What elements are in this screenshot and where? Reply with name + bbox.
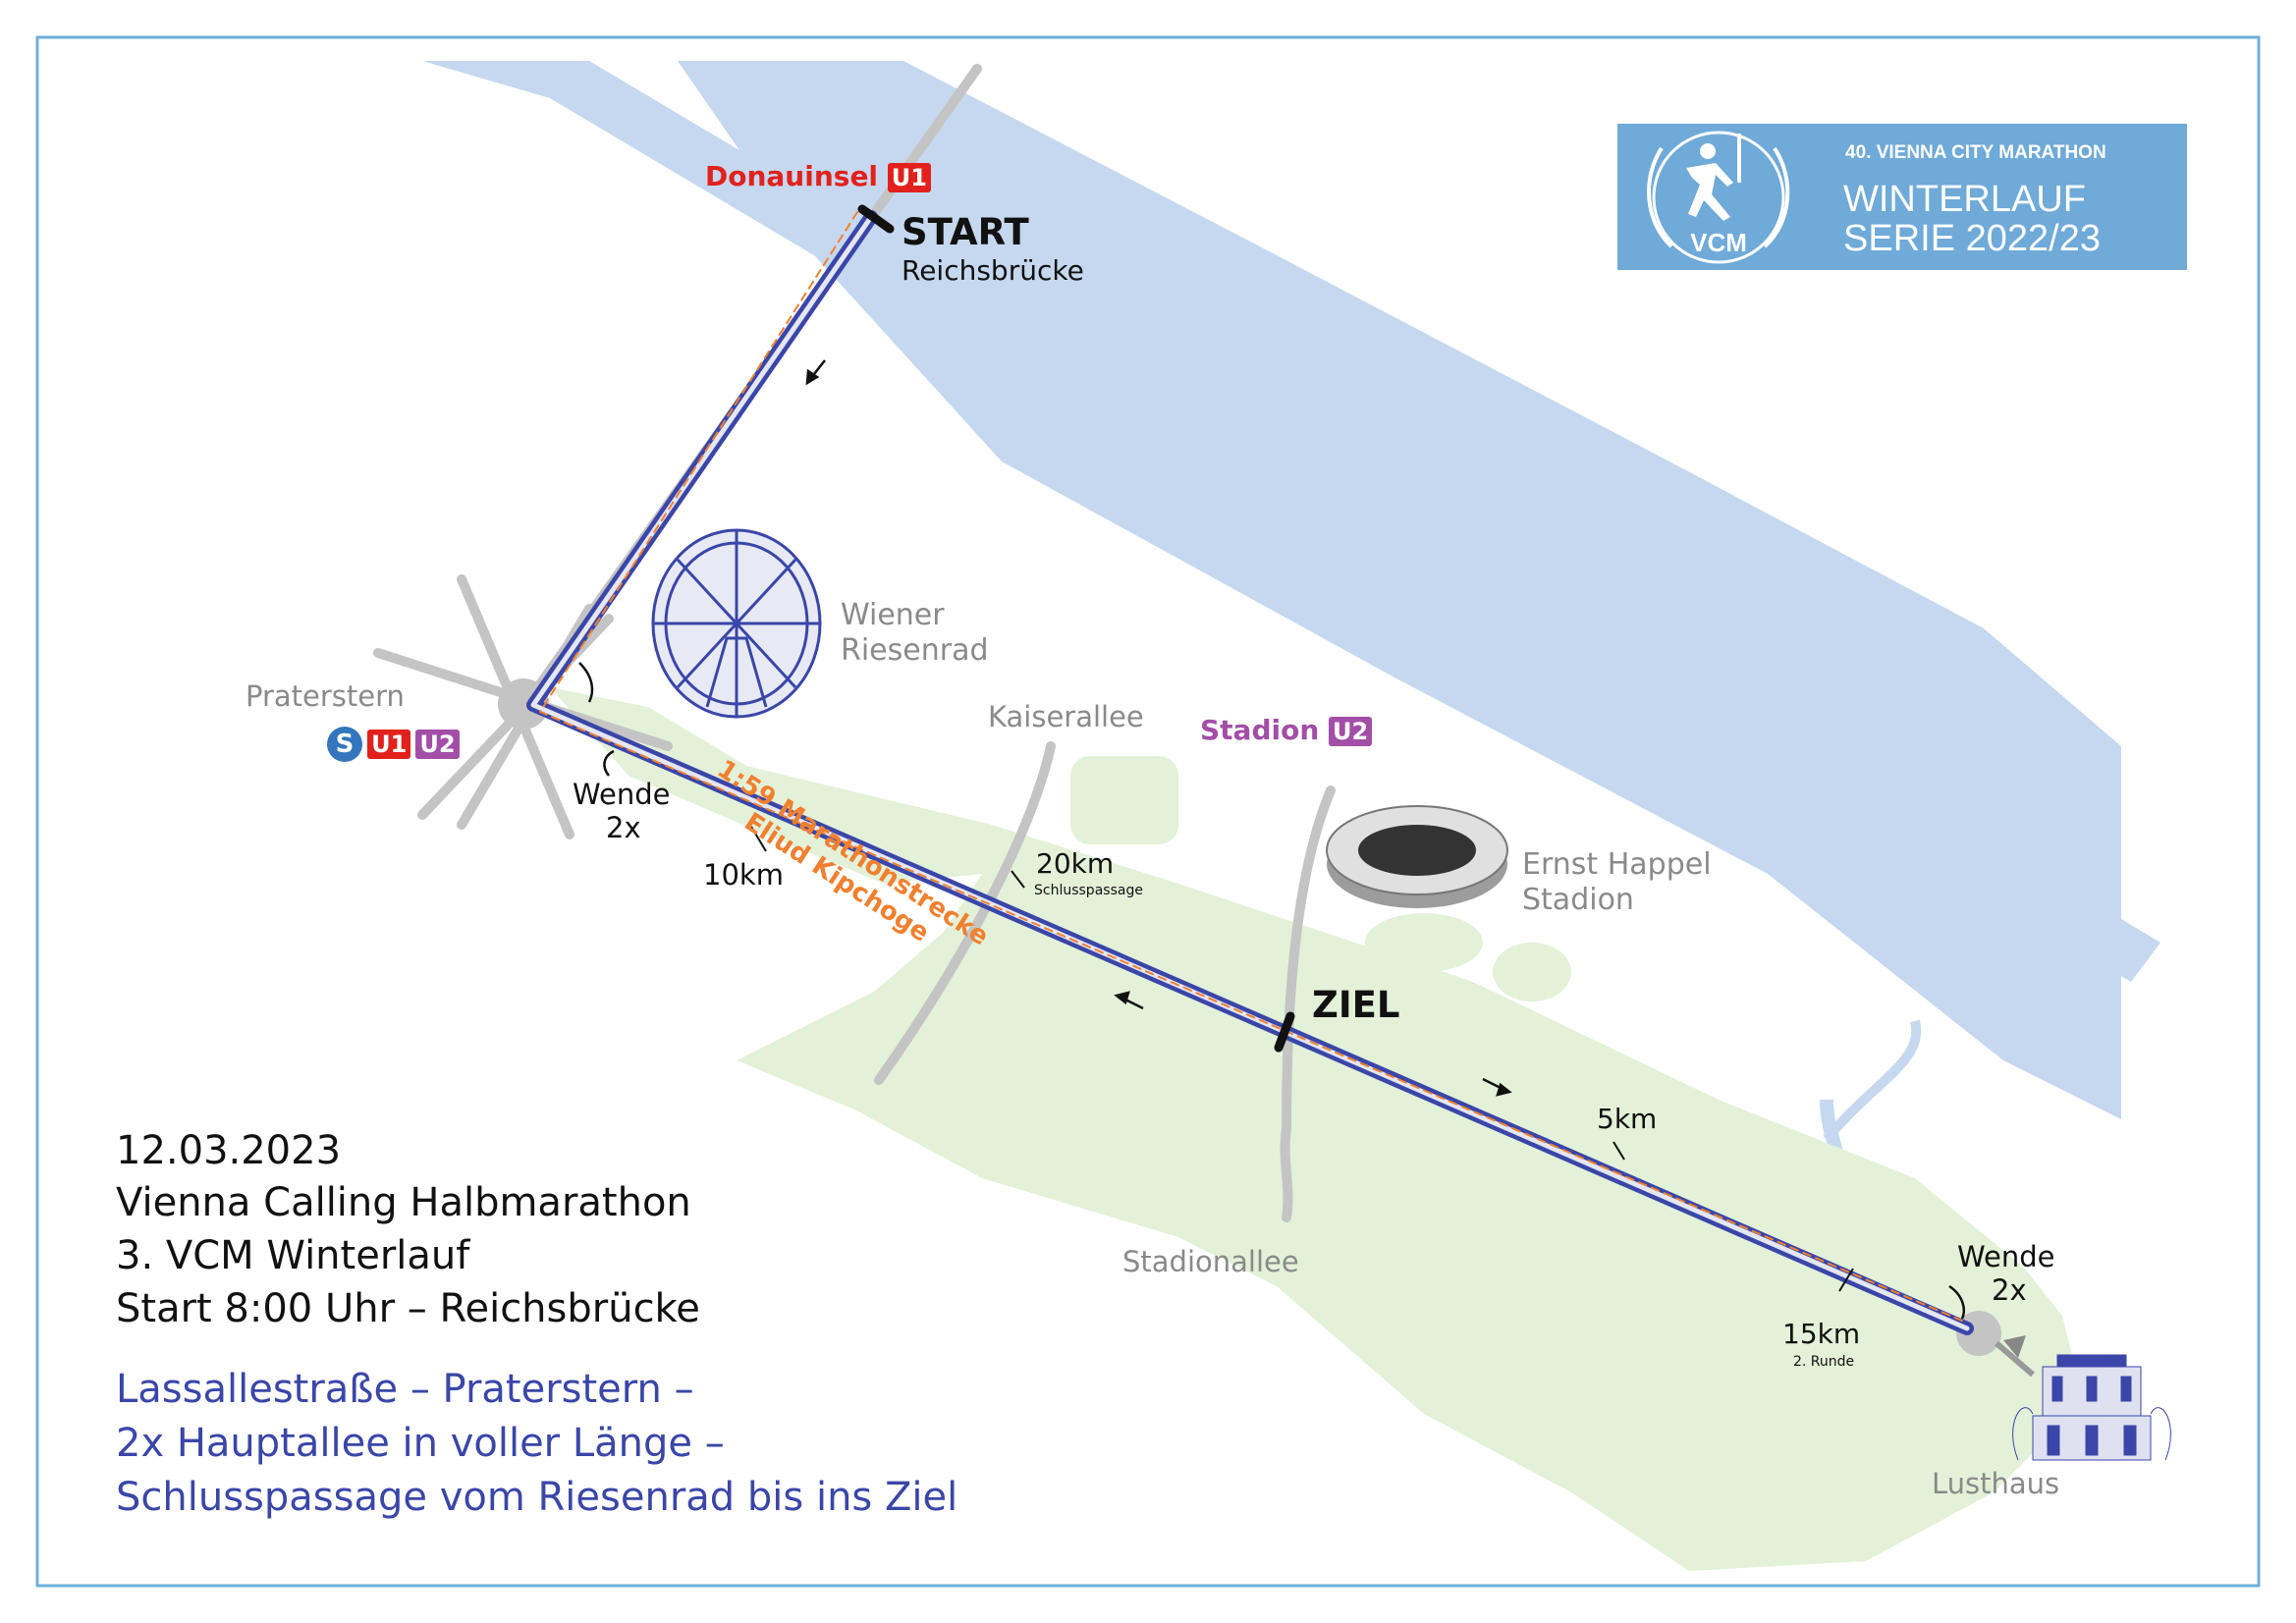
danube-island <box>678 61 2121 1119</box>
riesenrad-label-1: Wiener <box>841 598 945 632</box>
wende-left-label-2: 2x <box>606 811 641 844</box>
stadium-green <box>1365 913 1483 972</box>
finish-line <box>1274 1011 1295 1053</box>
km15-note: 2. Runde <box>1793 1354 1855 1370</box>
stadium-icon <box>1326 805 1508 908</box>
lusthaus-road <box>1995 1340 2035 1378</box>
km20-label: 20km <box>1036 847 1115 880</box>
kaiserallee-label: Kaiserallee <box>988 700 1144 733</box>
riesenrad-label-2: Riesenrad <box>841 633 989 668</box>
km20-note: Schlusspassage <box>1034 883 1143 898</box>
km10-label: 10km <box>703 858 784 892</box>
direction-arrow-icon <box>578 662 1966 1320</box>
lusthaus-label: Lusthaus <box>1932 1467 2060 1500</box>
logo-line-2: WINTERLAUF <box>1843 179 2086 220</box>
stadium-green <box>1493 943 1571 1001</box>
u1-badge: U1 <box>887 163 931 192</box>
prater-park <box>550 687 2082 1571</box>
u2-badge: U2 <box>1329 717 1373 746</box>
wende-right-label-1: Wende <box>1957 1240 2055 1273</box>
ziel-label: ZIEL <box>1312 984 1400 1026</box>
wende-left-label-1: Wende <box>573 778 671 811</box>
reichsbruecke-label: Reichsbrücke <box>902 254 1084 287</box>
km5-label: 5km <box>1597 1103 1658 1135</box>
logo-background: VCM <box>1617 124 2187 270</box>
stadion-label-1: Ernst Happel <box>1522 847 1712 882</box>
station-praterstern: Praterstern <box>246 679 405 713</box>
route-desc-3: Schlusspassage vom Riesenrad bis ins Zie… <box>116 1475 958 1520</box>
route-desc-2: 2x Hauptallee in voller Länge – <box>116 1421 725 1466</box>
route-desc-1: Lassallestraße – Praterstern – <box>116 1367 694 1412</box>
station-name: Stadion <box>1200 714 1320 746</box>
map-frame <box>35 35 2261 1588</box>
direction-arrow-icon <box>2003 1335 2026 1358</box>
praterstern-lines: S U1 U2 <box>327 727 460 762</box>
runner-icon <box>1686 134 1741 221</box>
event-start: Start 8:00 Uhr – Reichsbrücke <box>116 1286 700 1331</box>
station-donauinsel: Donauinsel U1 <box>705 163 931 192</box>
start-label: START <box>902 211 1029 253</box>
direction-arrow-icon <box>805 359 1512 1097</box>
wende-right-label-2: 2x <box>1992 1273 2027 1307</box>
km-ticks <box>750 826 1854 1292</box>
kaiserallee-green <box>1070 756 1178 844</box>
race-route <box>526 210 1974 1335</box>
u1-badge: U1 <box>367 730 411 759</box>
event-date: 12.03.2023 <box>116 1128 342 1173</box>
stadionallee-label: Stadionallee <box>1122 1245 1299 1278</box>
s-bahn-badge: S <box>327 727 362 762</box>
logo-line-1: 40. VIENNA CITY MARATHON <box>1845 142 2106 163</box>
event-series: 3. VCM Winterlauf <box>116 1233 470 1278</box>
prater-pond <box>1823 1019 1922 1143</box>
stadion-label-2: Stadion <box>1522 883 1634 917</box>
logo-line-3: SERIE 2022/23 <box>1843 218 2101 259</box>
u2-badge: U2 <box>415 730 460 759</box>
lusthaus-icon <box>2012 1354 2171 1461</box>
laurel-icon <box>1647 131 1790 264</box>
km15-label: 15km <box>1782 1318 1861 1350</box>
station-stadion: Stadion U2 <box>1200 714 1373 746</box>
event-name: Vienna Calling Halbmarathon <box>116 1180 691 1225</box>
ferris-wheel-icon <box>651 528 822 719</box>
logo-emblem: VCM <box>1690 228 1747 257</box>
station-name: Donauinsel <box>705 160 879 192</box>
vcm-logo: VCM 40. VIENNA CITY MARATHON WINTERLAUF … <box>1617 124 2187 270</box>
start-line <box>857 204 895 234</box>
